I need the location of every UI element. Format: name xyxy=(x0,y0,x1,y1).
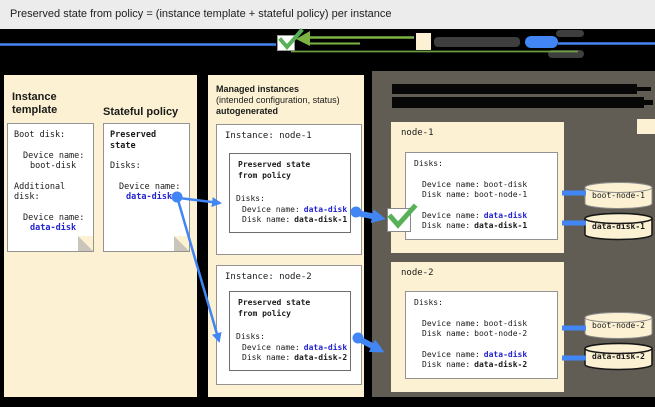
disk-cylinder-boot-node-1: boot-node-1 xyxy=(584,181,653,210)
stateful-policy-doc: Preserved state Disks: Device name: data… xyxy=(103,123,190,252)
instance-node-2-box: Instance: node-2 Preserved state from po… xyxy=(216,265,362,385)
disk-name-value: data-disk-1 xyxy=(474,221,528,230)
instance-title: Instance: node-1 xyxy=(225,131,312,141)
vm-node-2-panel: node-2 Disks: Device name:boot-disk Disk… xyxy=(391,262,564,392)
doc-line: Device name:data-disk xyxy=(422,349,528,359)
doc-line: Disks: xyxy=(414,298,443,307)
cylinder-shape xyxy=(584,212,653,241)
mig-config-panel: Instance template Stateful policy Boot d… xyxy=(4,75,197,397)
cylinder-shape xyxy=(584,342,653,371)
disk-cylinder-data-disk-1: data-disk-1 xyxy=(584,212,653,241)
vm-node-name: node-1 xyxy=(401,128,434,138)
doc-line: Disks: xyxy=(236,332,265,341)
doc-line: Disk name:boot-node-1 xyxy=(422,190,528,199)
preserved-state-box-node-2: Preserved state from policy Disks: Devic… xyxy=(229,291,351,371)
disk-name-value: data-disk-2 xyxy=(294,353,348,362)
doc-line: Disk name:data-disk-1 xyxy=(422,221,528,230)
vm-node-1-panel: node-1 Disks: Device name:boot-disk Disk… xyxy=(387,122,564,253)
doc-line: Disk name:boot-node-2 xyxy=(422,329,528,338)
doc-line: Device name: xyxy=(23,212,85,223)
doc-line: Device name:data-disk xyxy=(242,204,348,214)
disk-cylinder-boot-node-2: boot-node-2 xyxy=(584,311,653,340)
data-disk-value: data-disk xyxy=(483,210,528,220)
legend-redacted-text xyxy=(548,50,584,58)
doc-line: Device name:boot-disk xyxy=(422,318,528,328)
doc-line: boot-disk xyxy=(30,161,77,171)
instance-node-1-box: Instance: node-1 Preserved state from po… xyxy=(216,124,362,255)
data-disk-value: data-disk xyxy=(303,342,348,352)
legend-redacted-text xyxy=(556,30,584,37)
legend-sample-box xyxy=(416,33,431,50)
data-disk-value: data-disk xyxy=(126,192,173,202)
title-bar: Preserved state from policy = (instance … xyxy=(0,0,655,29)
managed-instances-panel: Managed instances (intended configuratio… xyxy=(208,75,364,397)
vm-node-name: node-2 xyxy=(401,268,434,278)
redacted-heading-bar xyxy=(575,87,651,91)
doc-line: data-disk xyxy=(104,192,189,203)
doc-line: Device name: xyxy=(23,150,85,161)
check-icon xyxy=(387,203,418,229)
applied-check-node-1 xyxy=(387,203,418,232)
doc-line: Device name:data-disk xyxy=(422,210,528,220)
disk-name-value: data-disk-1 xyxy=(294,215,348,224)
doc-line: from policy xyxy=(238,170,291,180)
doc-line: Preserved state xyxy=(238,160,311,169)
legend-checkbox xyxy=(277,28,304,51)
data-disk-value: data-disk xyxy=(30,223,77,233)
doc-line: Disk name:data-disk-2 xyxy=(422,360,528,369)
instance-template-heading: Instance template xyxy=(12,91,58,116)
data-disk-value: data-disk xyxy=(303,204,348,214)
doc-line: data-disk xyxy=(8,223,93,234)
preserved-state-box-node-1: Preserved state from policy Disks: Devic… xyxy=(229,153,351,233)
vm-zone-panel: node-1 Disks: Device name:boot-disk Disk… xyxy=(372,71,655,397)
managed-instances-heading: Managed instances (intended configuratio… xyxy=(216,84,340,116)
cutoff-beige-shape xyxy=(637,119,655,134)
instance-template-doc: Boot disk: Device name: boot-disk Additi… xyxy=(7,123,94,252)
disk-name-value: data-disk-2 xyxy=(474,360,528,369)
legend-bar xyxy=(0,28,655,62)
legend-redacted-text xyxy=(434,37,520,47)
doc-line: Disks: xyxy=(110,161,141,171)
doc-line: Preserved state xyxy=(238,298,311,307)
doc-line: Disks: xyxy=(414,159,443,168)
cylinder-shape xyxy=(584,182,653,209)
disk-cylinder-data-disk-2: data-disk-2 xyxy=(584,342,653,371)
redacted-heading-bar xyxy=(392,97,644,108)
doc-line: Device name: xyxy=(119,181,181,192)
doc-line: Preserved state xyxy=(110,130,157,151)
doc-line: Disks: xyxy=(236,194,265,203)
legend-check-icon xyxy=(278,28,304,51)
legend-connector-pill xyxy=(525,36,558,48)
doc-line: Device name:boot-disk xyxy=(422,179,528,189)
doc-line: from policy xyxy=(238,308,291,318)
doc-line: Additional disk: xyxy=(14,181,66,203)
doc-line: Device name:data-disk xyxy=(242,342,348,352)
redacted-heading-bar xyxy=(392,84,637,94)
vm-node-1-disks-box: Disks: Device name:boot-disk Disk name:b… xyxy=(405,152,558,240)
page-fold xyxy=(78,236,93,251)
vm-node-2-disks-box: Disks: Device name:boot-disk Disk name:b… xyxy=(405,291,558,379)
redacted-heading-bar xyxy=(600,100,653,105)
stateful-policy-heading: Stateful policy xyxy=(103,106,179,118)
doc-line: Boot disk: xyxy=(14,130,66,140)
diagram-title: Preserved state from policy = (instance … xyxy=(10,8,392,20)
cylinder-shape xyxy=(584,312,653,339)
instance-title: Instance: node-2 xyxy=(225,272,312,282)
data-disk-value: data-disk xyxy=(483,349,528,359)
page-fold xyxy=(174,236,189,251)
doc-line: Disk name:data-disk-2 xyxy=(242,353,348,362)
doc-line: Disk name:data-disk-1 xyxy=(242,215,348,224)
